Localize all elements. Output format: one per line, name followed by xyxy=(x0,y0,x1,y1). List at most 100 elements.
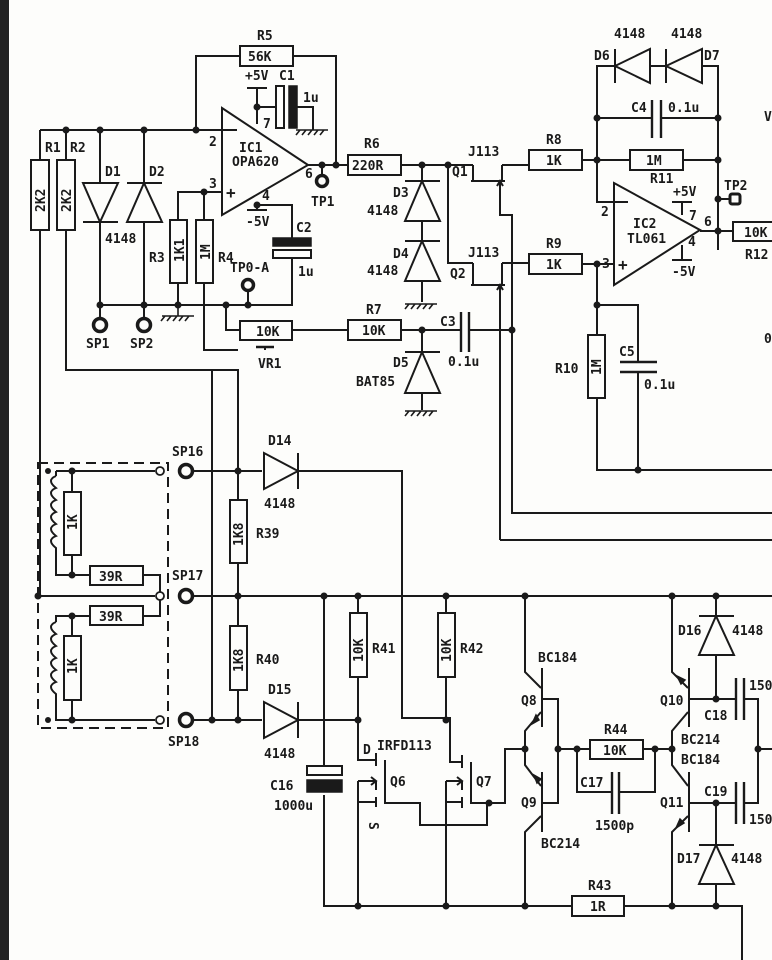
L-bottom-R-value: 1K xyxy=(66,658,81,674)
D17-ref: D17 xyxy=(677,852,700,867)
resistor-39R-top: 39R xyxy=(89,565,144,586)
resistor-R1: R1 2K2 xyxy=(30,141,61,231)
resistor-R43: R43 1R xyxy=(571,879,625,917)
resistor-R4: R4 1M xyxy=(195,219,234,284)
jfet-stage: R6 220R D3 4148 D4 4148 R7 10K xyxy=(346,137,772,541)
inductor-bottom-icon xyxy=(50,621,155,721)
D16-ref: D16 xyxy=(678,624,702,639)
IC1-pin2: 2 xyxy=(209,135,217,150)
IC1-pin7: 7 xyxy=(263,117,271,132)
IC1-value: OPA620 xyxy=(232,155,279,170)
resistor-R41: R41 10K xyxy=(349,612,396,678)
D17-value: 4148 xyxy=(731,852,762,867)
C18-value: 150 xyxy=(749,679,772,694)
IC1-supply-pos: +5V xyxy=(245,69,269,84)
jfet-Q2: J113 Q2 xyxy=(450,246,540,540)
R12-value: 10K xyxy=(744,226,768,241)
resistor-R44: R44 10K xyxy=(589,723,644,760)
R3-ref: R3 xyxy=(149,251,165,266)
capacitor-C17: C17 1500p xyxy=(580,772,634,834)
solder-pad-SP2[interactable]: SP2 xyxy=(130,316,153,353)
SP18-label: SP18 xyxy=(168,735,199,750)
IC2-ref: IC2 xyxy=(633,217,656,232)
C4-ref: C4 xyxy=(631,101,647,116)
resistor-R2: R2 2K2 xyxy=(56,141,86,231)
VR1-ref: VR1 xyxy=(258,357,282,372)
opamp-IC1: + 2 3 IC1 OPA620 6 7 4 xyxy=(209,106,313,217)
D2-ref: D2 xyxy=(149,165,165,180)
diode-D16: D16 4148 xyxy=(678,613,763,656)
VR1-value: 10K xyxy=(256,325,280,340)
R1-value: 2K2 xyxy=(34,189,49,212)
R39-ref: R39 xyxy=(256,527,279,542)
R7-ref: R7 xyxy=(366,303,382,318)
capacitor-C2: C2 1u xyxy=(272,221,314,280)
transistor-Q8: BC184 Q8 xyxy=(521,651,577,749)
C17-ref: C17 xyxy=(580,776,603,791)
Q10-value: BC214 xyxy=(681,733,720,748)
transistor-Q11: Q11 BC184 xyxy=(660,749,736,906)
D1-D2-value: 4148 xyxy=(105,232,136,247)
D4-ref: D4 xyxy=(393,247,409,262)
solder-pad-SP16[interactable]: SP16 xyxy=(172,445,203,480)
R6-ref: R6 xyxy=(364,137,380,152)
D14-value: 4148 xyxy=(264,497,295,512)
IC2-pin4: 4 xyxy=(688,235,696,250)
C3-value: 0.1u xyxy=(448,355,479,370)
solder-pad-SP17[interactable]: SP17 xyxy=(172,569,203,605)
resistor-R8: R8 1K xyxy=(528,133,583,171)
resistor-R5: R5 56K xyxy=(239,29,294,67)
D6-ref: D6 xyxy=(594,49,610,64)
C3-ref: C3 xyxy=(440,315,456,330)
input-stage: R5 56K R1 2K2 R2 2K2 D1 D2 4148 xyxy=(30,29,348,580)
transistor-Q9: Q9 BC214 xyxy=(521,749,580,906)
Q9-value: BC214 xyxy=(541,837,580,852)
Q2-value: J113 xyxy=(468,246,499,261)
test-point-TP2[interactable]: TP2 xyxy=(724,179,747,206)
C4-value: 0.1u xyxy=(668,101,699,116)
test-point-TP0-A[interactable]: TP0-A xyxy=(230,261,269,293)
R44-ref: R44 xyxy=(604,723,628,738)
Q8-ref: Q8 xyxy=(521,694,537,709)
IC2-pin2: 2 xyxy=(601,205,609,220)
D5-ref: D5 xyxy=(393,356,409,371)
D1-ref: D1 xyxy=(105,165,121,180)
test-point-TP1[interactable]: TP1 xyxy=(311,173,335,211)
resistor-R39: R39 1K8 xyxy=(229,499,279,564)
resistor-R40: R40 1K8 xyxy=(229,625,280,691)
R9-value: 1K xyxy=(546,258,562,273)
Q1-value: J113 xyxy=(468,145,499,160)
jfet-Q1: J113 Q1 xyxy=(452,145,540,330)
diode-D15: D15 4148 xyxy=(263,683,301,762)
sensor-network: 1K 39R 39R 1K xyxy=(34,462,169,729)
Q6-ref: Q6 xyxy=(390,775,406,790)
D3-value: 4148 xyxy=(367,204,398,219)
C1-value: 1u xyxy=(303,91,319,106)
C19-value: 150 xyxy=(749,813,772,828)
TP1-label: TP1 xyxy=(311,195,335,210)
diode-D6: D6 4148 xyxy=(594,27,651,85)
diode-D2: D2 xyxy=(125,165,165,223)
C16-value: 1000u xyxy=(274,799,313,814)
solder-pad-SP18[interactable]: SP18 xyxy=(168,711,199,751)
resistor-L-top: 1K xyxy=(63,491,82,556)
solder-pad-SP1[interactable]: SP1 xyxy=(86,316,110,353)
IC1-plus: + xyxy=(226,183,236,202)
capacitor-C3: C3 0.1u xyxy=(440,312,479,370)
R4-ref: R4 xyxy=(218,251,234,266)
resistor-L-bottom: 1K xyxy=(63,635,82,701)
IC2-value: TL061 xyxy=(627,232,666,247)
R8-ref: R8 xyxy=(546,133,562,148)
R8-value: 1K xyxy=(546,154,562,169)
D16-value: 4148 xyxy=(732,624,763,639)
input-pads: SP16 SP17 SP18 R39 1K8 R40 1K8 xyxy=(39,370,772,762)
resistor-R42: R42 10K xyxy=(437,612,483,678)
potentiometer-VR1: 10K VR1 xyxy=(239,320,293,372)
R41-value: 10K xyxy=(352,638,367,662)
R4-value: 1M xyxy=(199,244,214,260)
R42-ref: R42 xyxy=(460,642,483,657)
Q10-ref: Q10 xyxy=(660,694,684,709)
capacitor-C1: C1 1u xyxy=(275,69,328,136)
mosfet-Q7: Q7 xyxy=(445,740,492,906)
Q8-value: BC184 xyxy=(538,651,577,666)
